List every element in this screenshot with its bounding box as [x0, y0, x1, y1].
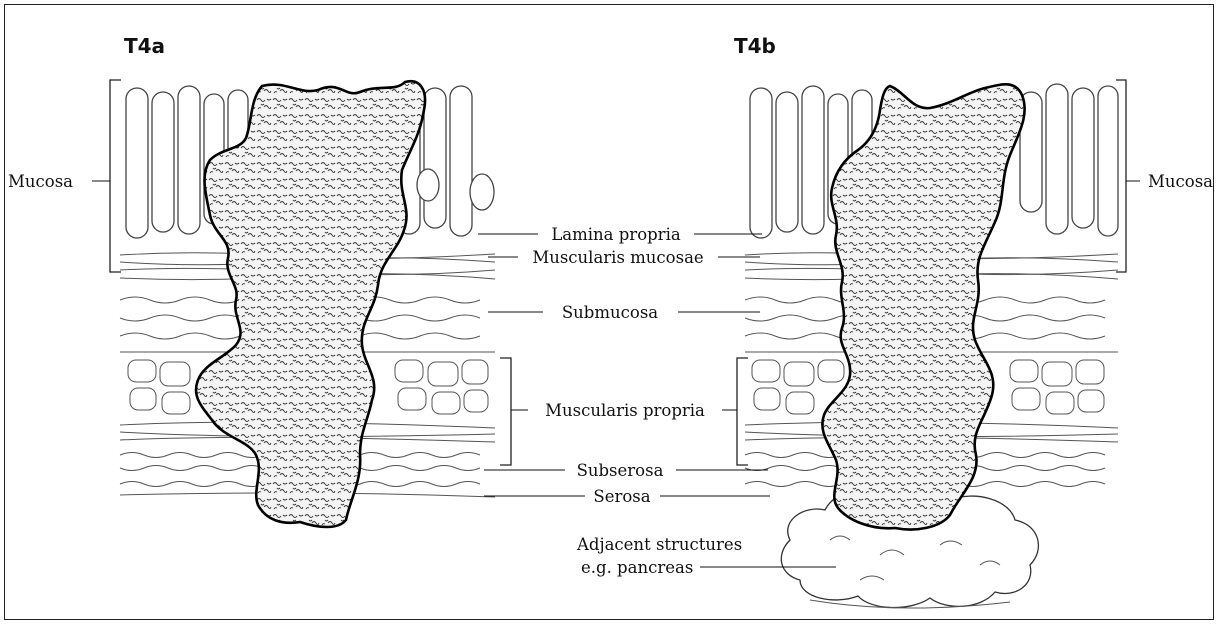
panel-title-t4b: T4b: [734, 34, 776, 58]
lamina-propria-label: Lamina propria: [551, 225, 681, 244]
t4b-panel: [745, 80, 1140, 608]
adjacent-structures-example-label: e.g. pancreas: [581, 558, 693, 577]
mucosa-label-left: Mucosa: [8, 172, 73, 191]
serosa-label: Serosa: [593, 487, 650, 506]
mucosa-label-right: Mucosa: [1148, 172, 1213, 191]
submucosa-label: Submucosa: [562, 303, 658, 322]
t4a-tumor: [196, 81, 425, 527]
t4a-panel: [92, 80, 495, 527]
muscularis-propria-label: Muscularis propria: [545, 401, 705, 420]
adjacent-structures-label: Adjacent structures: [576, 535, 742, 554]
t4a-mucosa-bracket: [110, 80, 121, 272]
muscularis-mucosae-label: Muscularis mucosae: [532, 248, 703, 267]
panel-title-t4a: T4a: [124, 34, 165, 58]
t4b-muscularis-propria-bracket: [737, 358, 748, 465]
subserosa-label: Subserosa: [577, 461, 664, 480]
t4a-muscularis-propria-bracket: [500, 358, 511, 465]
